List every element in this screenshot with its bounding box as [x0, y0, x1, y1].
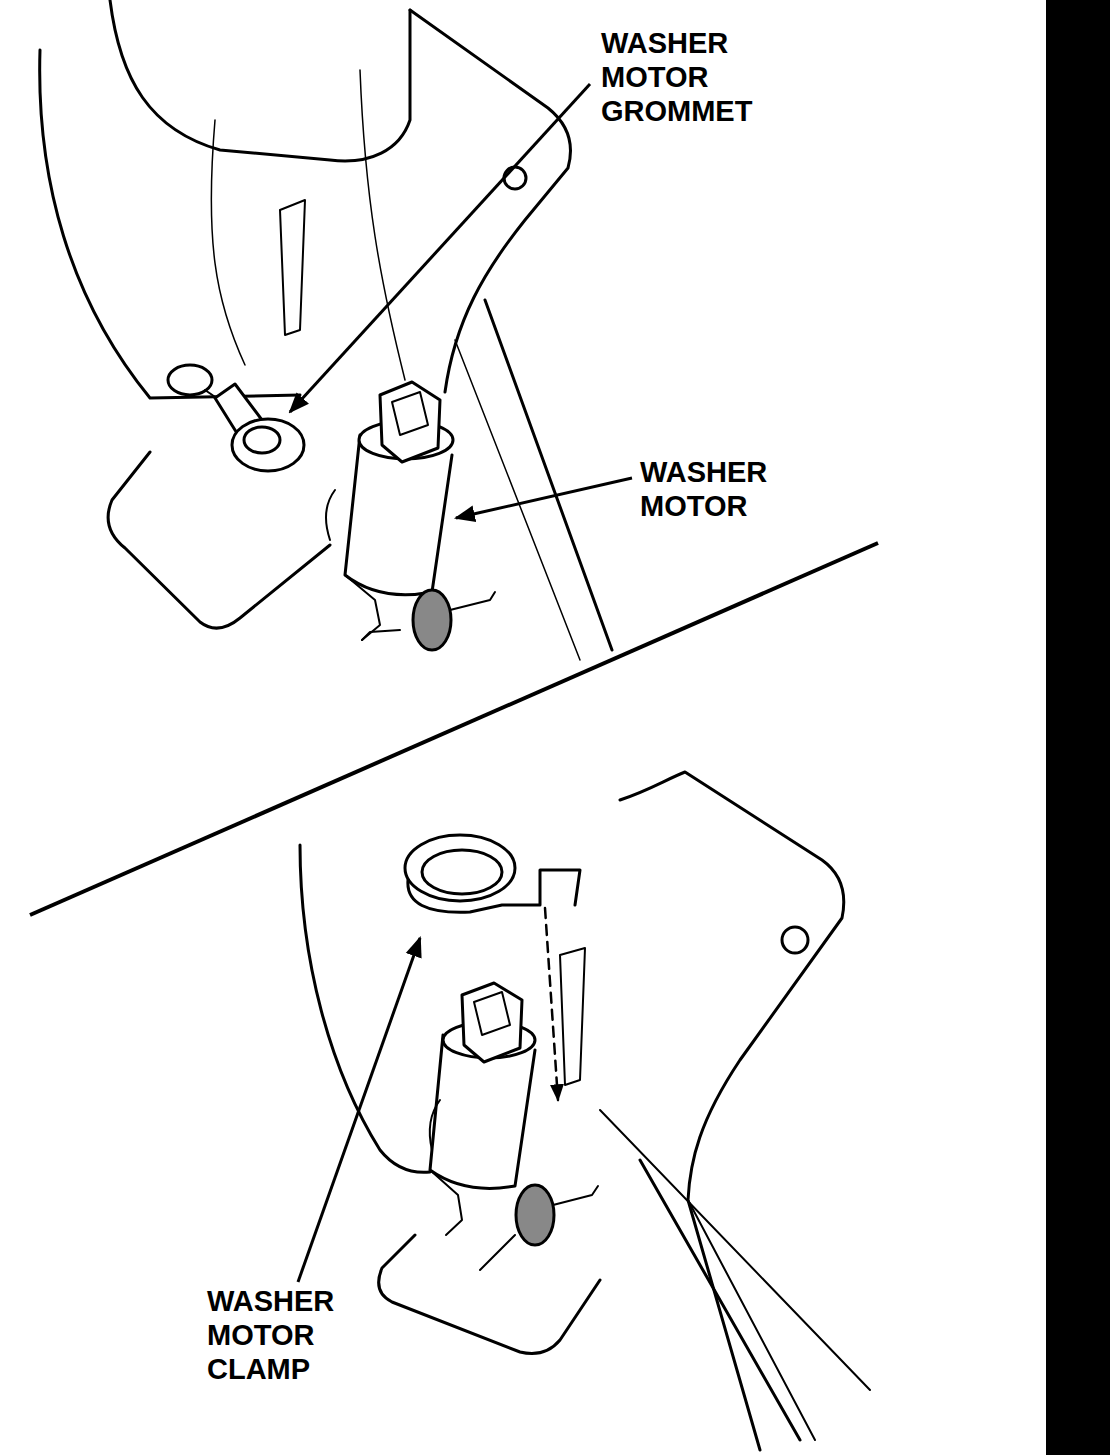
bottom-view	[300, 772, 870, 1450]
grommet-flange	[232, 419, 304, 471]
washer-motor-clamp	[405, 835, 515, 901]
tank-outline	[110, 0, 410, 161]
pump-neck	[430, 1170, 462, 1235]
bracket-strap	[640, 1160, 800, 1440]
leader-line	[298, 938, 420, 1282]
leader-lines	[290, 84, 632, 1282]
outlet-nipple	[362, 630, 400, 640]
bracket-strap	[455, 340, 580, 660]
connector-latch	[474, 992, 510, 1035]
top-view	[40, 0, 612, 660]
part-label: WASHER MOTOR	[640, 455, 767, 523]
tank-outline	[40, 50, 300, 398]
motor-boss	[326, 490, 335, 540]
motor-boss	[430, 1100, 440, 1150]
connector-latch	[392, 392, 428, 435]
mount-foot	[379, 1235, 600, 1354]
grommet-inner	[244, 427, 280, 453]
pump-neck	[345, 575, 380, 640]
connector	[462, 983, 522, 1062]
outlet-nipple	[480, 1235, 515, 1270]
bolt-hole	[782, 927, 808, 953]
leader-line	[456, 478, 632, 518]
outlet-nipple	[450, 592, 495, 610]
bracket-strap	[688, 1200, 815, 1440]
part-label: WASHER MOTOR GROMMET	[601, 26, 752, 128]
bracket-strap	[485, 300, 612, 650]
tank-contour	[360, 70, 405, 380]
tank-contour	[211, 120, 245, 365]
separator-line	[30, 543, 878, 915]
leader-line	[290, 84, 590, 412]
connector	[380, 382, 440, 462]
tank-slot	[560, 948, 585, 1085]
edge-bar	[1046, 0, 1110, 1455]
check-valve	[413, 590, 451, 650]
clamp-inner	[422, 850, 502, 894]
tank-flange	[410, 10, 571, 392]
tank-flange	[620, 772, 844, 1450]
install-arrow	[545, 908, 558, 1100]
mount-foot	[108, 452, 330, 628]
outlet-nipple	[553, 1186, 598, 1205]
check-valve	[516, 1185, 554, 1245]
bolt-hole	[504, 167, 526, 189]
tank-window	[280, 200, 305, 335]
bracket-strap	[600, 1110, 870, 1390]
part-label: WASHER MOTOR CLAMP	[207, 1284, 334, 1386]
